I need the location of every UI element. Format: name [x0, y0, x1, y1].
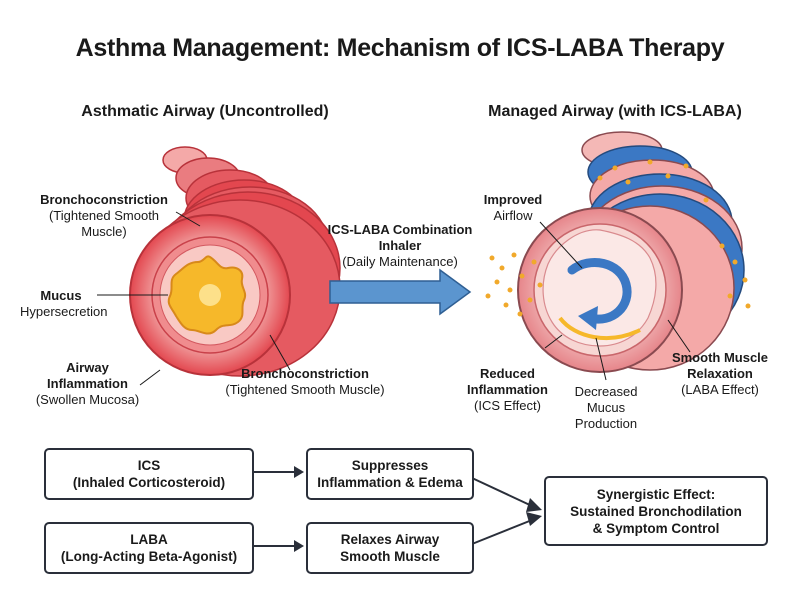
- flow-connectors: [252, 466, 542, 552]
- page-title: Asthma Management: Mechanism of ICS-LABA…: [75, 34, 725, 62]
- inflamed-airway-cross-section: [129, 214, 291, 376]
- label-improved-airflow: Improved Airflow: [483, 192, 543, 223]
- label-ics-laba-inhaler: ICS-LABA Combination Inhaler (Daily Main…: [327, 222, 473, 269]
- medication-particles: [485, 159, 751, 317]
- label-bronchoconstriction-bottom: Bronchoconstriction (Tightened Smooth Mu…: [225, 366, 385, 397]
- label-reduced-inflammation: Reduced Inflammation (ICS Effect): [467, 366, 548, 413]
- box-synergistic-effect: Synergistic Effect:Sustained Bronchodila…: [544, 476, 768, 546]
- label-smooth-muscle-relaxation: Smooth Muscle Relaxation (LABA Effect): [671, 350, 769, 397]
- label-decreased-mucus: Decreased Mucus Production: [574, 384, 638, 431]
- therapy-arrow-icon: [329, 268, 472, 316]
- managed-airway-cross-section: [517, 207, 683, 373]
- left-panel-heading: Asthmatic Airway (Uncontrolled): [81, 103, 329, 120]
- box-ics: ICS(Inhaled Corticosteroid): [44, 448, 254, 500]
- label-mucus-hypersecretion: Mucus Hypersecretion: [20, 288, 108, 319]
- label-bronchoconstriction-top: Bronchoconstriction (Tightened Smooth Mu…: [40, 192, 168, 239]
- airflow-arrow-icon: [567, 258, 632, 324]
- thin-mucus-layer: [558, 316, 641, 341]
- box-laba: LABA(Long-Acting Beta-Agonist): [44, 522, 254, 574]
- label-airway-inflammation: Airway Inflammation (Swollen Mucosa): [35, 360, 140, 407]
- right-panel-heading: Managed Airway (with ICS-LABA): [488, 103, 742, 120]
